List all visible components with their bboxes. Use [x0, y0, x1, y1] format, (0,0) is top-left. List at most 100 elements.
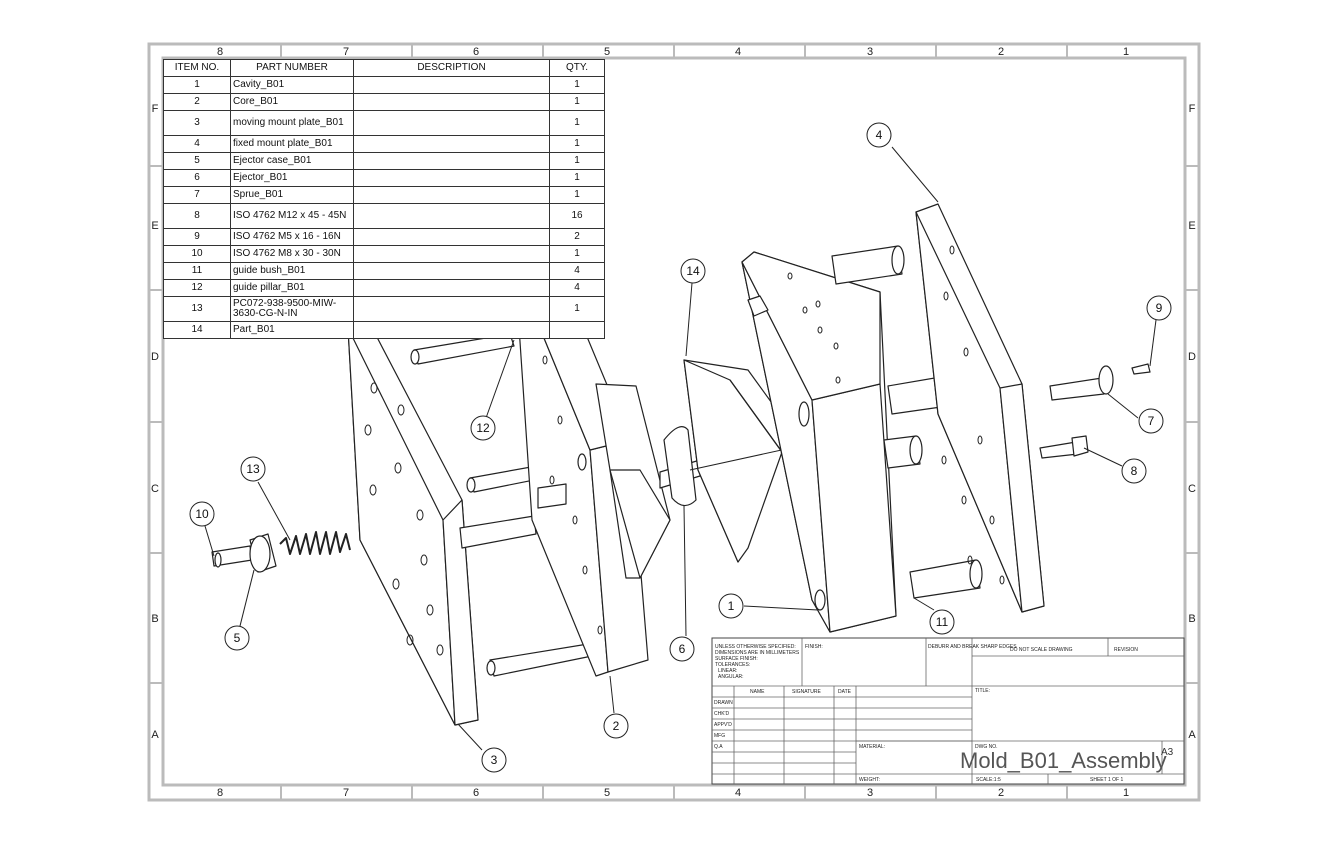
bom-part-number: ISO 4762 M8 x 30 - 30N: [230, 245, 354, 263]
zone-col-label: 1: [1123, 787, 1129, 799]
bom-item-no: 9: [163, 228, 231, 246]
zone-row-label: D: [1188, 351, 1196, 363]
tb-row-label: CHK'D: [714, 711, 730, 717]
zone-row-label: C: [1188, 483, 1196, 495]
sheet-size: A3: [1161, 747, 1174, 758]
zone-col-label: 5: [604, 787, 610, 799]
svg-text:8: 8: [1131, 464, 1138, 478]
bom-item-no: 5: [163, 152, 231, 170]
zone-row-label: C: [151, 483, 159, 495]
screw-m5: [1131, 363, 1151, 375]
balloon: 13: [240, 456, 266, 482]
bom-qty: 4: [549, 279, 605, 297]
zone-row-label: B: [151, 613, 158, 625]
tb-note: SURFACE FINISH:: [715, 656, 758, 662]
sprue: [1049, 365, 1114, 401]
svg-text:1: 1: [728, 599, 735, 613]
bom-item-no: 11: [163, 262, 231, 280]
bom-part-number: Part_B01: [230, 321, 354, 339]
bom-item-no: 14: [163, 321, 231, 339]
balloon: 4: [866, 122, 892, 148]
ejector-case-group: [211, 531, 351, 573]
balloons: 1 2 3 4 5 6 7 8 9 10 11 12 13 14: [189, 122, 1172, 773]
tb-row-label: APPV'D: [714, 722, 732, 728]
svg-text:5: 5: [234, 631, 241, 645]
bom-description: [353, 296, 550, 322]
bom-part-number: fixed mount plate_B01: [230, 135, 354, 153]
zone-col-label: 3: [867, 46, 873, 58]
tb-row-label: MFG: [714, 733, 725, 739]
bom-part-number: guide bush_B01: [230, 262, 354, 280]
bom-qty: 1: [549, 110, 605, 136]
tb-revision-label: REVISION: [1114, 647, 1138, 653]
zone-col-label: 7: [343, 46, 349, 58]
bom-item-no: 12: [163, 279, 231, 297]
bom-qty: 1: [549, 152, 605, 170]
tb-do-not-scale: DO NOT SCALE DRAWING: [1010, 647, 1073, 653]
bom-item-no: 4: [163, 135, 231, 153]
tb-weight-label: WEIGHT:: [859, 777, 880, 783]
tb-col-header: DATE: [838, 689, 852, 695]
title-block: UNLESS OTHERWISE SPECIFIED: DIMENSIONS A…: [711, 637, 1185, 785]
tb-dwg-no-label: DWG NO.: [975, 744, 998, 750]
tb-note: UNLESS OTHERWISE SPECIFIED:: [715, 644, 796, 650]
bom-item-no: 10: [163, 245, 231, 263]
cavity-plate: [741, 251, 897, 633]
zone-row-label: B: [1188, 613, 1195, 625]
bom-qty: 16: [549, 203, 605, 229]
bom-qty: 2: [549, 228, 605, 246]
bom-description: [353, 228, 550, 246]
bom-header-qty: QTY.: [549, 59, 605, 77]
fixed-mount-plate: [915, 203, 1045, 613]
bom-qty: 1: [549, 296, 605, 322]
zone-row-label: A: [1188, 729, 1196, 741]
bom-header-part: PART NUMBER: [230, 59, 354, 77]
zone-col-label: 6: [473, 787, 479, 799]
balloon: 8: [1121, 458, 1147, 484]
tb-sheet-label: SHEET 1 OF 1: [1090, 777, 1123, 783]
bom-description: [353, 152, 550, 170]
zone-row-label: F: [152, 103, 159, 115]
balloon: 11: [929, 609, 955, 635]
bom-part-number: Sprue_B01: [230, 186, 354, 204]
balloon: 2: [603, 713, 629, 739]
tb-row-label: DRAWN: [714, 700, 733, 706]
bom-part-number: Ejector_B01: [230, 169, 354, 187]
tb-material-label: MATERIAL:: [859, 744, 885, 750]
zone-row-label: E: [151, 220, 158, 232]
bom-description: [353, 321, 550, 339]
bom-description: [353, 186, 550, 204]
tb-deburr-label: DEBURR AND BREAK SHARP EDGES: [928, 644, 1017, 650]
bom-header-row: ITEM NO. PART NUMBER DESCRIPTION QTY.: [163, 59, 605, 77]
zone-row-label: D: [151, 351, 159, 363]
bom-qty: 1: [549, 135, 605, 153]
bom-part-number: Ejector case_B01: [230, 152, 354, 170]
svg-text:11: 11: [936, 615, 949, 629]
leader-lines: [204, 146, 1157, 751]
tb-col-header: NAME: [750, 689, 765, 695]
balloon: 10: [189, 501, 215, 527]
bom-item-no: 13: [163, 296, 231, 322]
bom-part-number: moving mount plate_B01: [230, 110, 354, 136]
balloon: 5: [224, 625, 250, 651]
ejector: [659, 426, 701, 507]
guide-pillars: [410, 333, 593, 677]
zone-col-label: 1: [1123, 46, 1129, 58]
svg-text:13: 13: [246, 462, 260, 476]
balloon: 1: [718, 593, 744, 619]
tb-note: LINEAR:: [718, 668, 737, 674]
tb-scale-label: SCALE:1:5: [976, 777, 1001, 783]
drawing-title: Mold_B01_Assembly: [960, 748, 1167, 773]
svg-text:3: 3: [491, 753, 498, 767]
